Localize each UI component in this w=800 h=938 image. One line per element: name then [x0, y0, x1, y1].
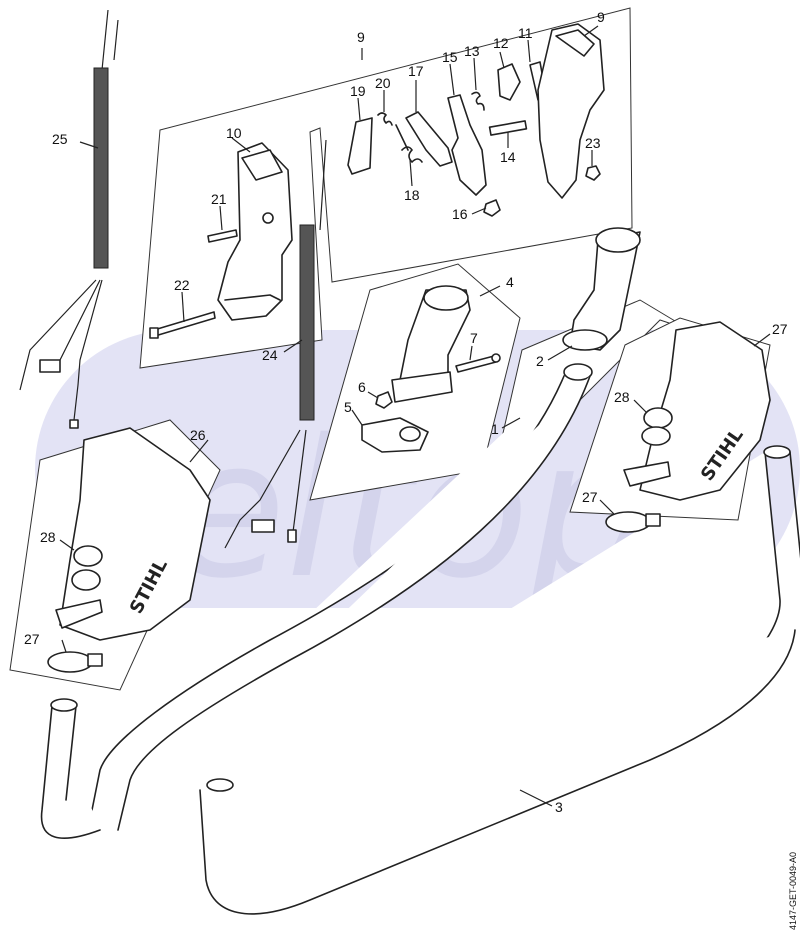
callout-18: 19 [350, 83, 366, 99]
cable-24-connector [39, 359, 61, 373]
callout-28-right: 28 [614, 389, 630, 405]
screw-20 [207, 229, 238, 243]
cable-24-end [69, 419, 79, 429]
handle-housing-9 [217, 142, 293, 321]
nut-6 [375, 391, 393, 409]
callout-21: 22 [174, 277, 190, 293]
callout-11: 12 [493, 35, 509, 51]
callout-16: 17 [408, 63, 424, 79]
clamp-27-right [605, 511, 651, 533]
callout-25: 26 [190, 427, 206, 443]
callout-2: 2 [536, 353, 544, 369]
callout-17: 18 [404, 187, 420, 203]
cable-24 [19, 9, 119, 429]
right-grip-assembly [489, 227, 691, 492]
part-16-lever [405, 111, 453, 167]
callout-24: 25 [52, 131, 68, 147]
callout-12: 13 [464, 43, 480, 59]
cable-23-end [287, 529, 297, 543]
cable-23-sleeve [299, 224, 315, 421]
nut-15 [483, 199, 501, 217]
cap-28-left-b [71, 569, 101, 591]
cap-28-left-a [73, 545, 103, 567]
clamp-27-left [47, 651, 93, 673]
tube-3-left-end [50, 698, 78, 712]
callout-27-right: 27 [582, 489, 598, 505]
callout-5: 5 [344, 399, 352, 415]
cable-23 [224, 139, 327, 549]
panel-4-assembly [309, 263, 521, 501]
callout-7: 7 [470, 330, 478, 346]
part-11-lock [497, 63, 521, 101]
cable-24-sleeve [93, 67, 109, 269]
hand-guard-25: STIHL [9, 419, 221, 691]
long-screw-21 [149, 311, 216, 339]
spring-12-icon [471, 91, 485, 111]
hand-guard-26: STIHL [569, 317, 771, 533]
cable-23-connector [251, 519, 275, 533]
throttle-trigger-14 [447, 94, 487, 196]
callout-19: 20 [375, 75, 391, 91]
cap-28-right-b [641, 426, 671, 446]
callout-26: 27 [772, 321, 788, 337]
handle-housing-9-right [537, 23, 605, 199]
spring-19-icon [377, 112, 393, 126]
callout-3: 3 [555, 799, 563, 815]
tube-3-right-end [206, 778, 234, 792]
panel-8-assembly [139, 7, 633, 369]
callout-28-left: 28 [40, 529, 56, 545]
nut-22 [585, 165, 601, 181]
callout-15: 16 [452, 206, 468, 222]
pin-13 [488, 120, 528, 136]
callout-10: 11 [518, 25, 533, 41]
callout-6: 6 [358, 379, 366, 395]
callout-labels: 9 9 10 11 12 13 15 17 20 19 18 14 16 23 … [24, 9, 788, 815]
callout-22: 23 [585, 135, 601, 151]
callout-9-left: 10 [226, 125, 242, 141]
tube-1-opening [563, 363, 593, 381]
callout-8: 9 [357, 29, 365, 45]
callout-4: 4 [506, 274, 514, 290]
callout-9-right: 9 [597, 9, 605, 25]
leader-lines [59, 25, 771, 807]
part-18-lever [347, 117, 373, 175]
hand-guard-25-shell [59, 427, 211, 641]
callout-1: 1 [491, 421, 499, 437]
callout-27-left: 27 [24, 631, 40, 647]
cap-28-right-a [643, 407, 673, 429]
callout-23: 24 [262, 347, 278, 363]
handlebar-tube-3 [40, 375, 800, 915]
callout-13: 14 [500, 149, 516, 165]
reference-code: 4147-GET-0049-A0 [788, 852, 798, 930]
callout-14: 15 [442, 49, 458, 65]
callout-20: 21 [211, 191, 227, 207]
spring-17-icon [395, 124, 423, 163]
